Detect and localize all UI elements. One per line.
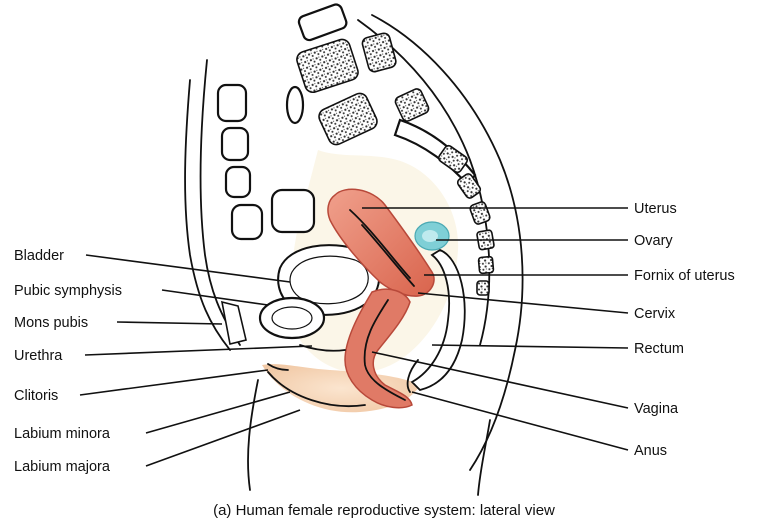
label-uterus: Uterus [634, 201, 677, 217]
label-cervix: Cervix [634, 306, 676, 322]
bladder-inner [290, 256, 368, 304]
leader-labium-minora [146, 392, 290, 433]
label-bladder: Bladder [14, 248, 64, 264]
labels-left: Bladder Pubic symphysis Mons pubis Ureth… [14, 248, 122, 475]
leader-pubic-symphysis [162, 290, 268, 305]
leader-mons-pubis [117, 322, 222, 324]
label-vagina: Vagina [634, 401, 679, 417]
anatomy-illustration [185, 3, 522, 495]
leader-labium-majora [146, 410, 300, 466]
label-mons-pubis: Mons pubis [14, 315, 88, 331]
label-pubic-symphysis: Pubic symphysis [14, 283, 122, 299]
label-anus: Anus [634, 443, 667, 459]
label-urethra: Urethra [14, 348, 63, 364]
label-ovary: Ovary [634, 233, 673, 249]
leader-clitoris [80, 370, 268, 395]
leader-rectum [432, 345, 628, 348]
label-fornix-of-uterus: Fornix of uterus [634, 268, 735, 284]
labels-right: Uterus Ovary Fornix of uterus Cervix Rec… [634, 201, 735, 459]
mons-pubis-bracket [222, 302, 246, 344]
label-rectum: Rectum [634, 341, 684, 357]
thigh-contour [248, 380, 258, 490]
pubic-symphysis [260, 298, 324, 338]
figure-caption: (a) Human female reproductive system: la… [213, 502, 555, 519]
label-clitoris: Clitoris [14, 388, 58, 404]
buttock-contour [478, 420, 490, 495]
leader-vagina [372, 352, 628, 408]
label-labium-majora: Labium majora [14, 459, 111, 475]
label-labium-minora: Labium minora [14, 426, 111, 442]
leader-bladder [86, 255, 290, 282]
leader-urethra [85, 346, 312, 355]
